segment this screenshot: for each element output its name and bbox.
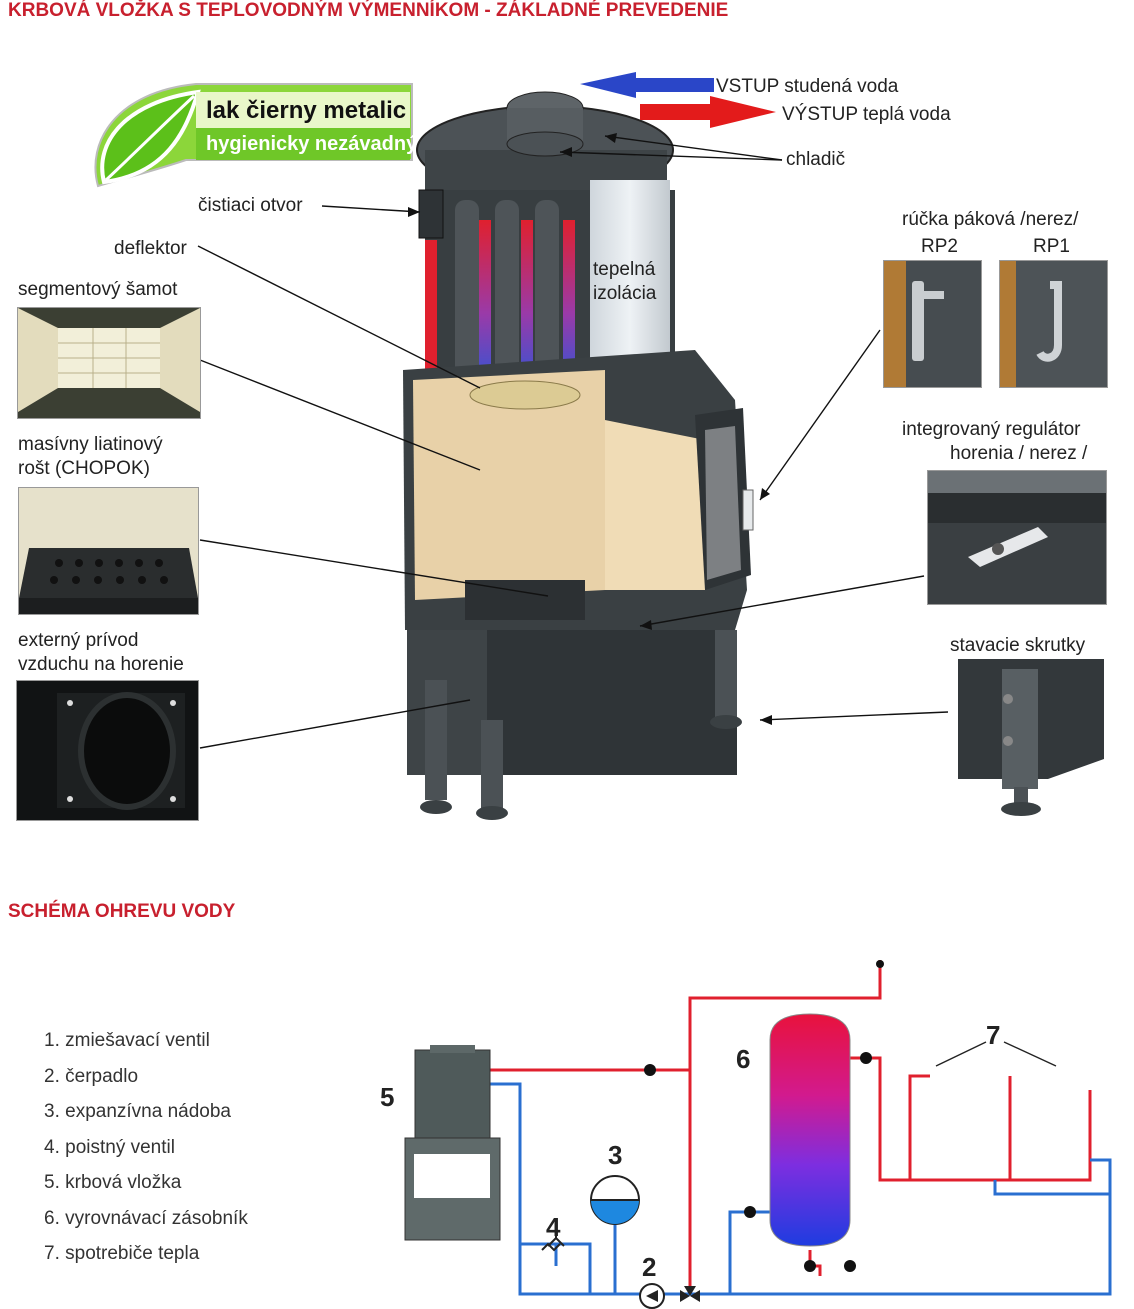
handle-rp2-photo: [883, 260, 982, 388]
outlet-label: VÝSTUP teplá voda: [782, 104, 951, 125]
legend-item: 6. vyrovnávací zásobník: [44, 1207, 248, 1229]
legend-item: 4. poistný ventil: [44, 1136, 175, 1158]
handle-rp2-label: RP2: [921, 236, 958, 257]
cooler-label: chladič: [786, 149, 846, 170]
stove-cutaway-illustration: [403, 91, 754, 820]
regulator-label-2: horenia / nerez /: [950, 443, 1088, 464]
schema-safety-valve: [541, 1226, 565, 1252]
schema-stove: [404, 1045, 501, 1241]
schema-number-2: 2: [642, 1252, 656, 1282]
grate-label-2: rošt (CHOPOK): [18, 458, 150, 479]
handle-title-label: rúčka páková /nerez/: [902, 209, 1079, 230]
regulator-label-1: integrovaný regulátor: [902, 419, 1081, 440]
screws-photo: [958, 659, 1104, 819]
schema-mixing-valve: [680, 1286, 700, 1302]
insulation-label-2: izolácia: [593, 283, 657, 304]
schema-pump: [639, 1283, 665, 1309]
segment-chamotte-photo: [17, 307, 201, 419]
schema-expansion-vessel: [590, 1175, 640, 1225]
deflector-label: deflektor: [114, 238, 187, 259]
schema-radiator-1: [915, 1076, 981, 1166]
heating-schema-diagram: 5 3 4 2 6: [380, 960, 1112, 1309]
handle-rp1-label: RP1: [1033, 236, 1070, 257]
flow-arrows: [580, 72, 776, 128]
regulator-photo: [927, 470, 1107, 605]
cleaning-opening-label: čistiaci otvor: [198, 195, 303, 216]
grate-label-1: masívny liatinový: [18, 434, 163, 455]
handle-rp1-photo: [999, 260, 1108, 388]
schema-number-4: 4: [546, 1212, 561, 1242]
segment-chamotte-label: segmentový šamot: [18, 279, 178, 300]
legend-item: 7. spotrebiče tepla: [44, 1243, 200, 1264]
grate-photo: [18, 487, 199, 615]
section-title-stove: KRBOVÁ VLOŽKA S TEPLOVODNÝM VÝMENNÍKOM -…: [8, 0, 729, 21]
screws-label: stavacie skrutky: [950, 635, 1086, 656]
badge-line2: hygienicky nezávadný: [206, 133, 418, 155]
legend-item: 3. expanzívna nádoba: [44, 1101, 231, 1122]
air-intake-label-1: externý prívod: [18, 630, 139, 651]
section-title-schema: SCHÉMA OHREVU VODY: [8, 901, 236, 922]
schema-number-3: 3: [608, 1140, 622, 1170]
insulation-label-1: tepelná: [593, 259, 656, 280]
schema-number-5: 5: [380, 1082, 394, 1112]
air-intake-photo: [16, 680, 199, 821]
legend-item: 1. zmiešavací ventil: [44, 1030, 210, 1051]
schema-number-6: 6: [736, 1044, 750, 1074]
legend-item: 5. krbová vložka: [44, 1172, 182, 1193]
eco-badge: lak čierny metalic hygienicky nezávadný: [94, 83, 418, 188]
badge-line1: lak čierny metalic: [206, 97, 406, 124]
callout-lines: [197, 133, 949, 749]
legend-item: 2. čerpadlo: [44, 1065, 139, 1087]
inlet-arrow: [580, 72, 714, 98]
schema-radiator-2: [1031, 1076, 1097, 1166]
air-intake-label-2: vzduchu na horenie: [18, 654, 184, 675]
schema-legend: 1. zmiešavací ventil 2. čerpadlo 3. expa…: [44, 1028, 248, 1277]
schema-buffer-tank: [769, 1013, 851, 1247]
inlet-label: VSTUP studená voda: [716, 76, 899, 97]
schema-number-7: 7: [986, 1020, 1000, 1050]
outlet-arrow: [640, 96, 776, 128]
